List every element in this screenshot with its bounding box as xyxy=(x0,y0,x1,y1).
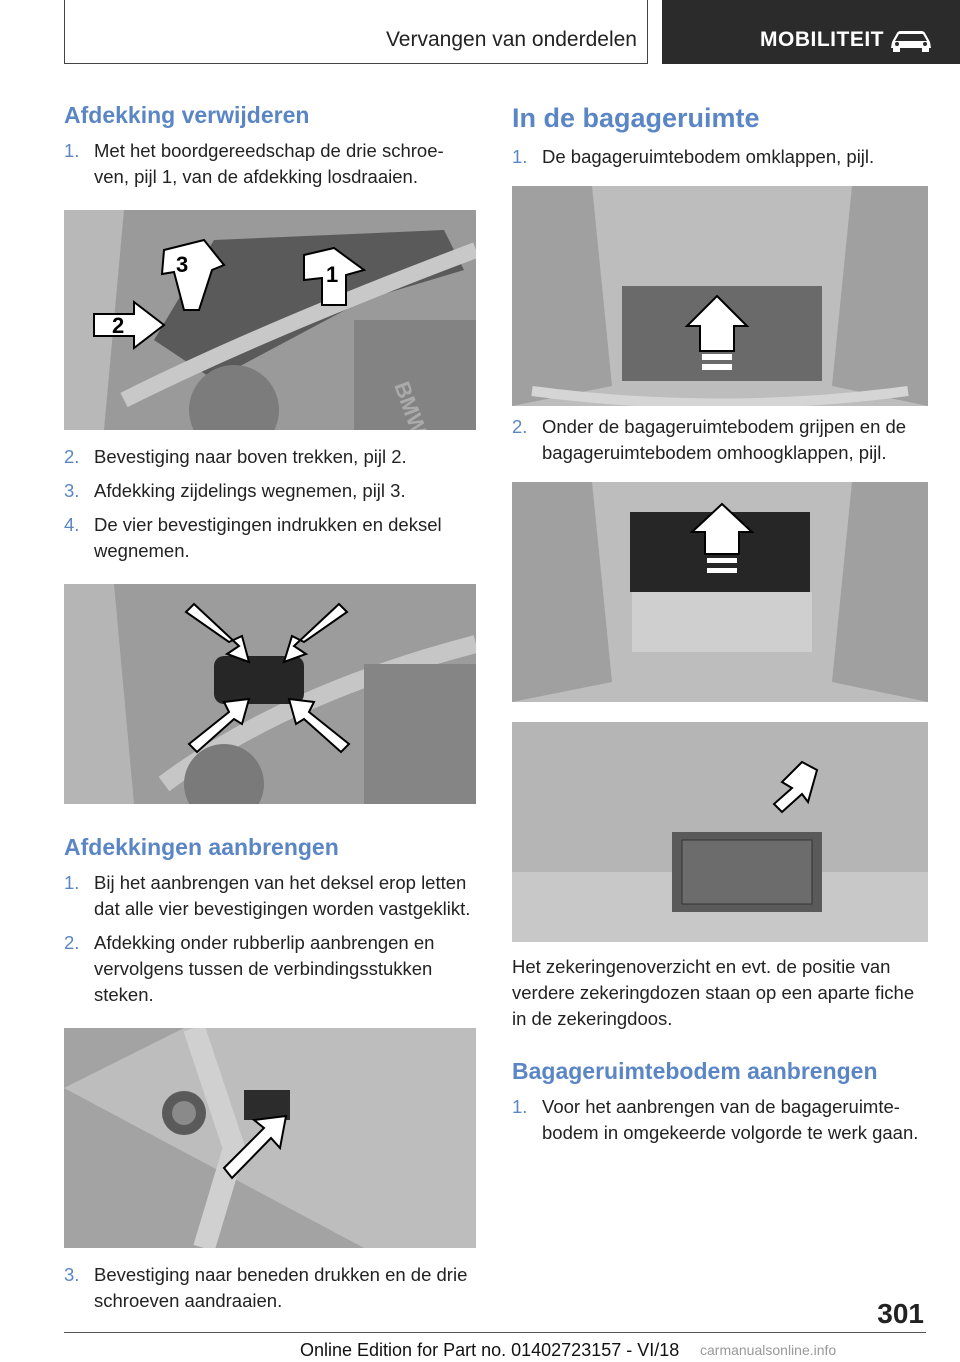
header-section-box: MOBILITEIT xyxy=(662,0,960,64)
fuse-note: Het zekeringenoverzicht en evt. de posit… xyxy=(512,956,915,1029)
section-title: MOBILITEIT xyxy=(760,28,884,51)
fig-label-3: 3 xyxy=(176,252,188,277)
footer-divider xyxy=(64,1332,926,1333)
heading-afdekkingen-aanbrengen: Afdekkingen aanbrengen xyxy=(64,834,339,860)
figure-trunk-floor xyxy=(512,186,928,406)
list-item: 1.De bagageruimtebodem omklappen, pijl. xyxy=(512,146,875,167)
page-number: 301 xyxy=(877,1298,924,1329)
steps-install-b: 3.Bevestiging naar beneden drukken en de… xyxy=(64,1262,476,1314)
left-column: Afdekking verwijderen 1.Met het boordger… xyxy=(64,100,476,1314)
steps-remove-a: 1.Met het boordgereedschap de drie schro… xyxy=(64,138,476,190)
figure-trunk-floor-raised xyxy=(512,482,928,702)
fig-label-2: 2 xyxy=(112,313,124,338)
list-item: 1.Bij het aanbrengen van het deksel erop… xyxy=(64,872,471,919)
watermark: carmanualsonline.info xyxy=(700,1342,837,1358)
list-item: 2.Afdekking onder rubberlip aanbrengen e… xyxy=(64,932,435,1005)
steps-install-a: 1.Bij het aanbrengen van het deksel erop… xyxy=(64,870,476,1008)
figure-fuse-box xyxy=(512,722,928,942)
list-item: 1.Met het boordgereedschap de drie schro… xyxy=(64,140,444,187)
right-column: In de bagageruimte 1.De bagageruimtebode… xyxy=(512,100,928,1146)
steps-trunk-install: 1.Voor het aanbrengen van de bagageruimt… xyxy=(512,1094,928,1146)
heading-in-de-bagageruimte: In de bagageruimte xyxy=(512,103,760,133)
car-icon xyxy=(891,31,931,52)
figure-rubber-lip xyxy=(64,1028,476,1248)
steps-trunk-b: 2.Onder de bagageruimtebodem grijpen en … xyxy=(512,414,928,466)
chapter-title: Vervangen van onderdelen xyxy=(385,28,637,51)
list-item: 4.De vier bevestigingen indrukken en dek… xyxy=(64,514,442,561)
heading-bagageruimtebodem-aanbrengen: Bagageruimtebodem aanbrengen xyxy=(512,1058,878,1084)
fig-label-1: 1 xyxy=(326,262,338,287)
heading-afdekking-verwijderen: Afdekking verwijderen xyxy=(64,102,310,128)
steps-remove-b: 2.Bevestiging naar boven trekken, pijl 2… xyxy=(64,444,476,564)
edition-text: Online Edition for Part no. 01402723157 … xyxy=(300,1340,680,1360)
list-item: 3.Bevestiging naar beneden drukken en de… xyxy=(64,1264,468,1311)
steps-trunk-a: 1.De bagageruimtebodem omklappen, pijl. xyxy=(512,144,928,170)
list-item: 3.Afdekking zijdelings wegnemen, pijl 3. xyxy=(64,480,406,501)
list-item: 1.Voor het aanbrengen van de bagageruimt… xyxy=(512,1096,919,1143)
figure-engine-cover-screws: BMW 3 1 2 xyxy=(64,210,476,430)
figure-cover-clips xyxy=(64,584,476,804)
list-item: 2.Onder de bagageruimtebodem grijpen en … xyxy=(512,416,907,463)
list-item: 2.Bevestiging naar boven trekken, pijl 2… xyxy=(64,446,407,467)
header-chapter-box: Vervangen van onderdelen xyxy=(64,0,648,64)
